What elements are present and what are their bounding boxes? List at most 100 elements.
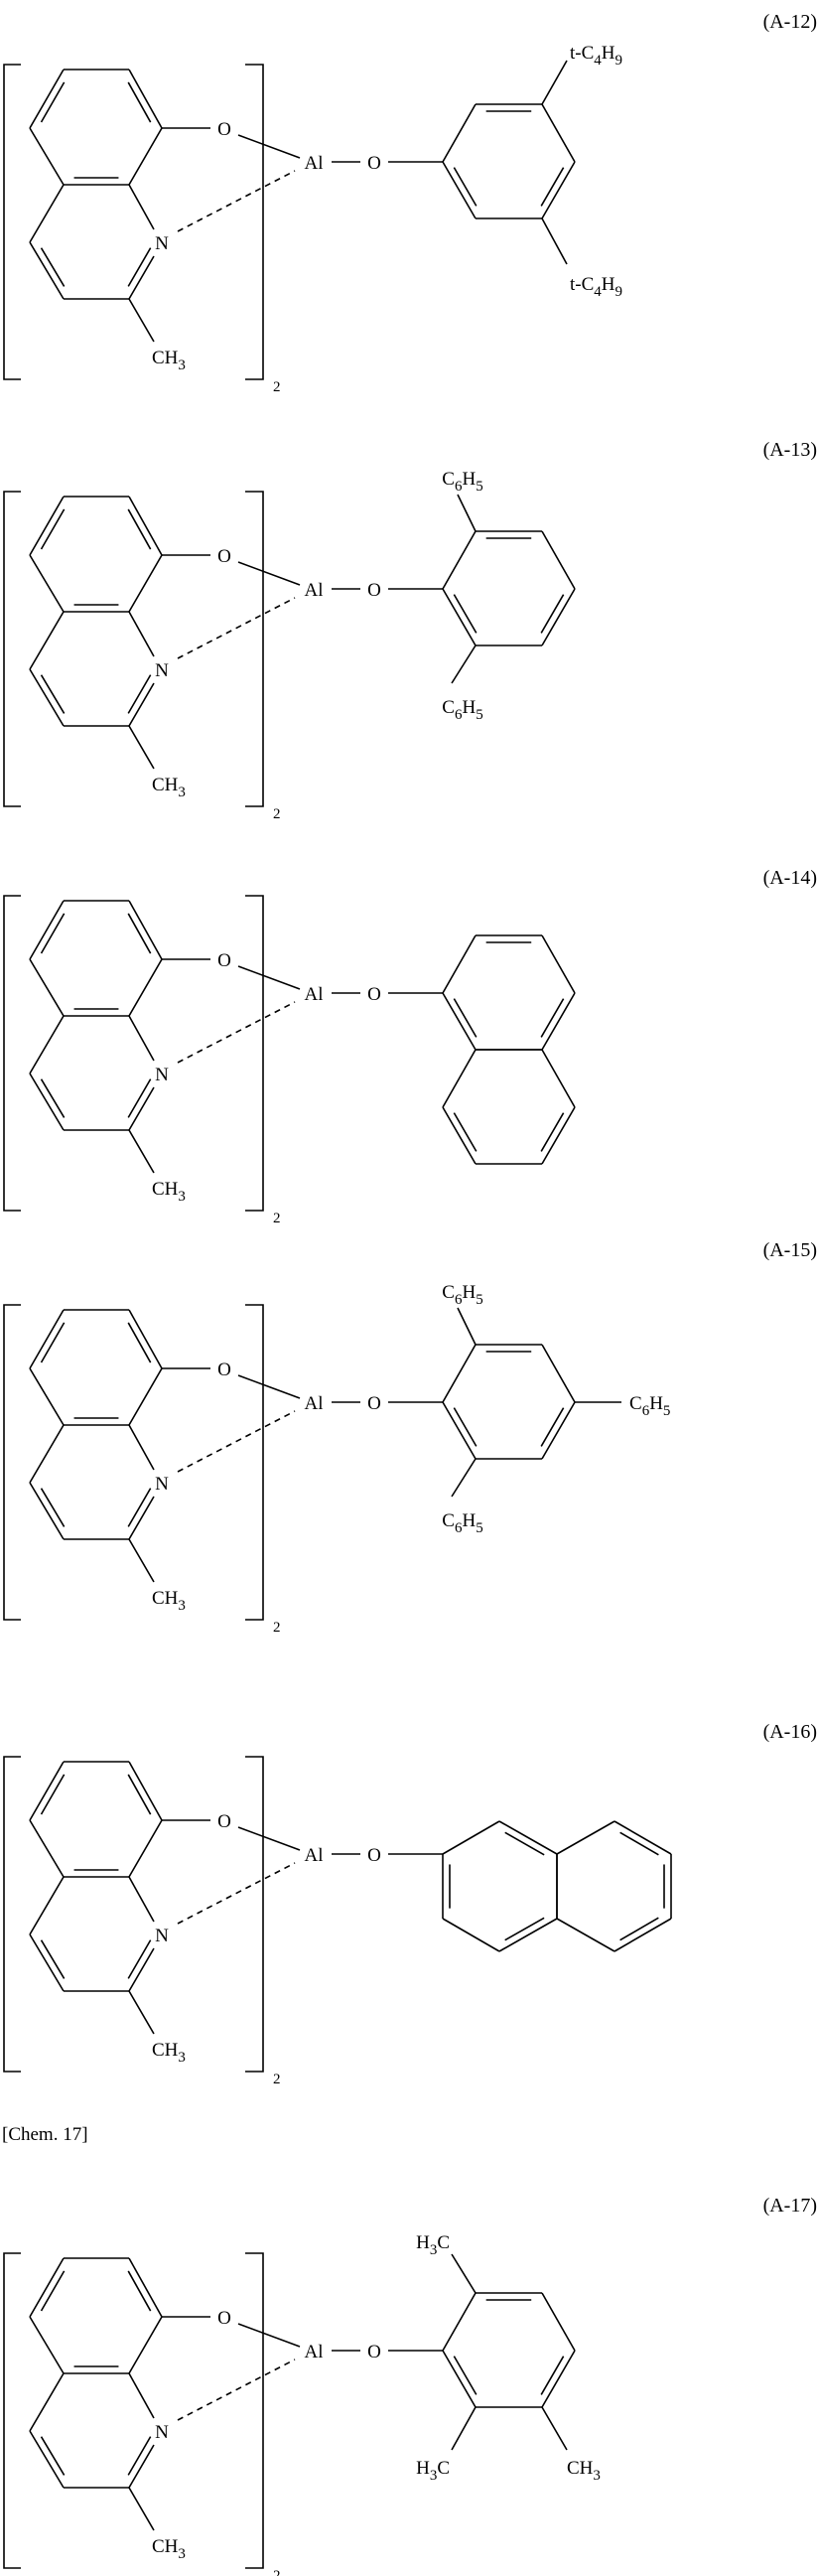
- quinoline-bond: [30, 1877, 64, 1934]
- aryl-ring-bond: [542, 104, 575, 162]
- methyl-label: CH3: [152, 2040, 186, 2066]
- right-bracket: [245, 896, 263, 1211]
- substituent-bond: [542, 2407, 567, 2450]
- aryl-ring-bond: [443, 589, 476, 645]
- quinoline-bond: [30, 128, 64, 185]
- nitrogen-atom-label: N: [155, 1926, 169, 1946]
- aryl-ring-bond: [499, 1821, 557, 1854]
- aryl-ring-bond: [443, 1919, 499, 1951]
- left-bracket: [4, 2253, 21, 2568]
- aryloxy-oxygen-label: O: [367, 1393, 381, 1414]
- methyl-label: CH3: [152, 1588, 186, 1614]
- aryl-ring-bond: [499, 1919, 557, 1951]
- quinoline-bond: [30, 2317, 64, 2373]
- oxygen-atom-label: O: [217, 2308, 231, 2329]
- substituent-label: t-C4H9: [570, 274, 622, 300]
- n-al-coordination-bond: [178, 1863, 295, 1924]
- quinoline-bond: [129, 2317, 162, 2373]
- right-bracket: [245, 1757, 263, 2072]
- aryl-ring-bond: [542, 162, 575, 218]
- aryl-ring-bond: [443, 1821, 499, 1854]
- right-bracket: [245, 2253, 263, 2568]
- ligand-count-subscript: 2: [273, 1211, 281, 1226]
- quinoline-bond: [129, 70, 162, 128]
- quinoline-bond: [30, 1762, 64, 1820]
- aryl-ring-bond: [443, 2351, 476, 2407]
- aryl-ring-bond: [443, 1107, 476, 1164]
- quinoline-bond: [30, 555, 64, 612]
- compound-id-label: (A-16): [763, 1721, 817, 1743]
- n-al-coordination-bond: [178, 1411, 295, 1472]
- o-al-bond: [238, 1827, 300, 1850]
- compound-structure-a-12: 2NCH3OAlOt-C4H9t-C4H9: [4, 43, 622, 395]
- aryl-ring-bond: [542, 993, 575, 1050]
- quinoline-bond: [30, 1016, 64, 1073]
- substituent-label: CH3: [567, 2458, 601, 2484]
- nitrogen-atom-label: N: [155, 660, 169, 681]
- quinoline-bond: [30, 2258, 64, 2317]
- aryl-ring-bond: [443, 1050, 476, 1107]
- aluminum-atom-label: Al: [305, 580, 324, 601]
- substituent-label: H3C: [416, 2232, 450, 2258]
- ligand-count-subscript: 2: [273, 806, 281, 822]
- methyl-label: CH3: [152, 348, 186, 373]
- aryl-ring-bond: [443, 1345, 476, 1402]
- left-bracket: [4, 1305, 21, 1620]
- aryl-ring-bond: [614, 1821, 671, 1854]
- aryloxy-oxygen-label: O: [367, 580, 381, 601]
- quinoline-bond: [30, 2373, 64, 2431]
- quinoline-bond: [30, 1310, 64, 1368]
- substituent-bond: [452, 645, 476, 683]
- ligand-count-subscript: 2: [273, 2568, 281, 2576]
- aryl-ring-bond: [542, 935, 575, 993]
- quinoline-bond: [30, 242, 64, 299]
- right-bracket: [245, 1305, 263, 1620]
- aryl-ring-bond: [443, 1402, 476, 1459]
- n-al-coordination-bond: [178, 1002, 295, 1063]
- aryloxy-oxygen-label: O: [367, 2342, 381, 2362]
- substituent-label: C6H5: [442, 469, 482, 495]
- methyl-bond: [129, 2488, 154, 2530]
- methyl-label: CH3: [152, 775, 186, 800]
- quinoline-bond: [129, 1820, 162, 1877]
- quinoline-bond: [129, 1762, 162, 1820]
- n-al-coordination-bond: [178, 171, 295, 231]
- aryl-ring-bond: [542, 1402, 575, 1459]
- aryl-ring-bond: [542, 1345, 575, 1402]
- left-bracket: [4, 1757, 21, 2072]
- aluminum-atom-label: Al: [305, 2342, 324, 2362]
- quinoline-bond: [129, 901, 162, 959]
- quinoline-bond: [129, 128, 162, 185]
- left-bracket: [4, 896, 21, 1211]
- aryl-ring-bond: [443, 993, 476, 1050]
- substituent-bond: [452, 2407, 476, 2450]
- quinoline-bond: [129, 959, 162, 1016]
- right-bracket: [245, 492, 263, 806]
- methyl-label: CH3: [152, 2536, 186, 2562]
- substituent-bond: [458, 1308, 476, 1345]
- o-al-bond: [238, 135, 300, 158]
- oxygen-atom-label: O: [217, 1360, 231, 1380]
- aryl-ring-bond: [542, 2293, 575, 2351]
- nitrogen-atom-label: N: [155, 1474, 169, 1495]
- quinoline-bond: [30, 70, 64, 128]
- ligand-count-subscript: 2: [273, 2072, 281, 2087]
- compound-structure-a-14: 2NCH3OAlO: [4, 896, 575, 1226]
- methyl-bond: [129, 1539, 154, 1582]
- quinoline-bond: [129, 555, 162, 612]
- compound-structure-a-16: 2NCH3OAlO: [4, 1757, 671, 2087]
- quinoline-bond: [30, 1073, 64, 1130]
- section-label: [Chem. 17]: [2, 2124, 88, 2145]
- substituent-label: H3C: [416, 2458, 450, 2484]
- substituent-label: C6H5: [442, 697, 482, 723]
- quinoline-bond: [30, 959, 64, 1016]
- ligand-count-subscript: 2: [273, 1620, 281, 1636]
- aryloxy-oxygen-label: O: [367, 984, 381, 1005]
- methyl-bond: [129, 299, 154, 342]
- quinoline-bond: [30, 612, 64, 669]
- methyl-bond: [129, 726, 154, 769]
- aryloxy-oxygen-label: O: [367, 1845, 381, 1866]
- aryl-ring-bond: [557, 1919, 614, 1951]
- quinoline-bond: [30, 2431, 64, 2488]
